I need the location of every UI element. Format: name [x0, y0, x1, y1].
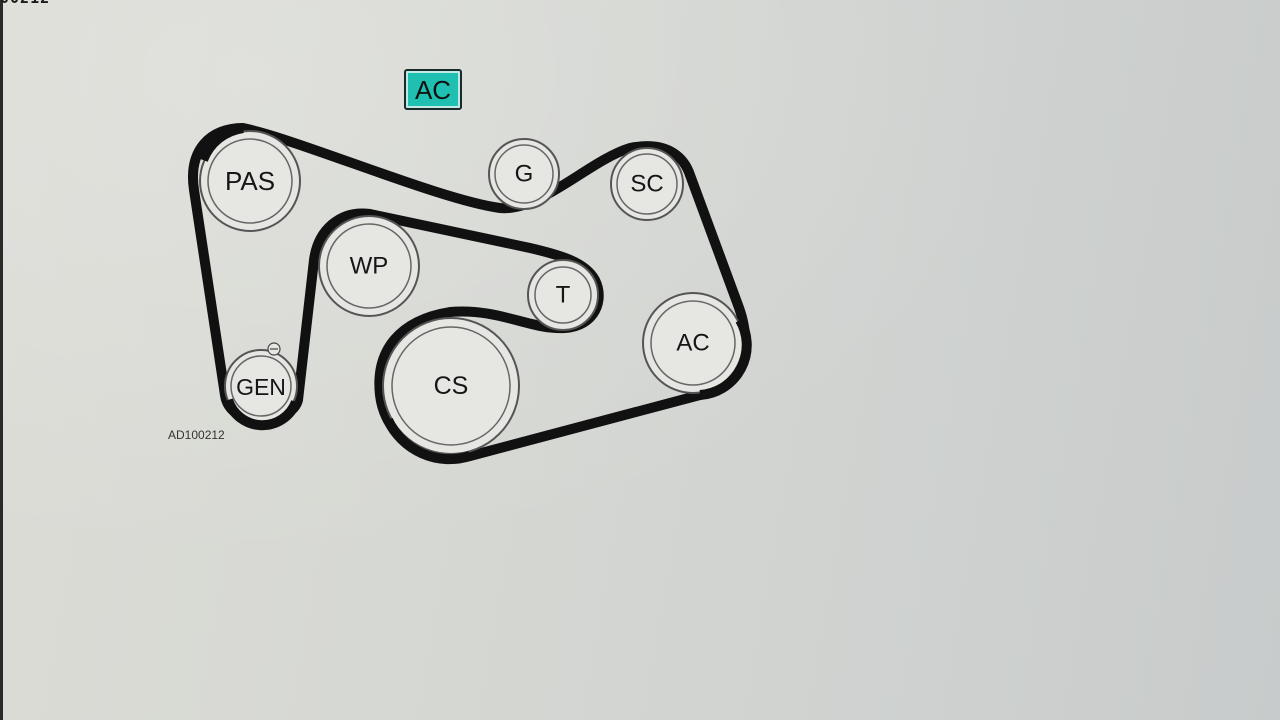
ac-highlight-button[interactable]: AC [404, 69, 462, 110]
pulley-sc-label: SC [630, 171, 663, 198]
pulley-ac-label: AC [676, 330, 709, 357]
pulley-pas-label: PAS [225, 166, 275, 196]
diagram-reference-code: AD100212 [168, 428, 225, 442]
pulley-pas: PAS [199, 130, 301, 232]
pulley-cs-label: CS [434, 372, 469, 400]
pulley-sc: SC [610, 147, 684, 221]
pulley-g-label: G [515, 161, 534, 188]
outer-belt [188, 123, 750, 463]
pulley-g: G [488, 138, 560, 210]
pulley-t: T [527, 259, 599, 331]
pulley-gen-label: GEN [236, 374, 286, 400]
pulley-wp: WP [318, 215, 420, 317]
monitor-bezel-edge [0, 0, 3, 720]
pulley-t-label: T [556, 282, 571, 309]
top-diagram-code: 00212 [0, 0, 50, 7]
pulley-cs: CS [382, 317, 520, 455]
pulley-wp-label: WP [350, 253, 389, 280]
